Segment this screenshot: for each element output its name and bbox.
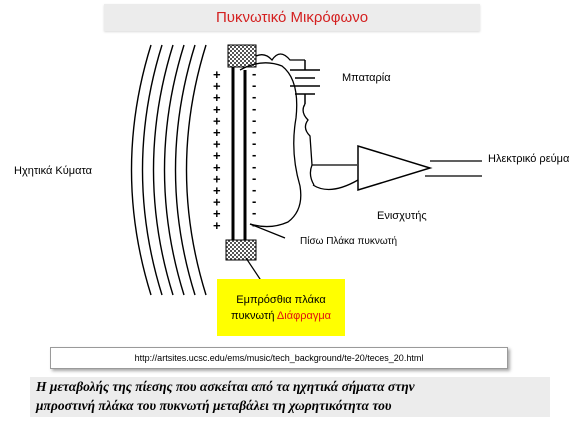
plus-sign: + — [213, 148, 221, 163]
front-plate-lead — [245, 257, 263, 283]
plus-sign: + — [213, 183, 221, 198]
plus-sign: + — [213, 206, 221, 221]
sound-waves — [130, 44, 207, 296]
source-url[interactable]: http://artsites.ucsc.edu/ems/music/tech_… — [134, 353, 424, 363]
minus-charges: -------------- — [252, 66, 256, 232]
minus-sign: - — [252, 124, 256, 139]
plus-charges: ++++++++++++++ — [213, 67, 221, 233]
minus-sign: - — [252, 89, 256, 104]
front-plate-line2: πυκνωτή Διάφραγμα — [231, 308, 331, 324]
plus-sign: + — [213, 102, 221, 117]
plus-sign: + — [213, 160, 221, 175]
plus-sign: + — [213, 79, 221, 94]
battery-label: Μπαταρία — [342, 72, 391, 84]
minus-sign: - — [252, 194, 256, 209]
amplifier-symbol — [357, 144, 482, 192]
minus-sign: - — [252, 66, 256, 81]
bottom-clamp — [225, 239, 257, 261]
plus-sign: + — [213, 67, 221, 82]
plus-sign: + — [213, 125, 221, 140]
title-bar: Πυκνωτικό Μικρόφωνο — [104, 4, 480, 31]
caption-line-2: μπροστινή πλάκα του πυκνωτή μεταβάλει τη… — [36, 398, 392, 413]
sound-waves-label: Ηχητικά Κύματα — [14, 165, 93, 177]
minus-sign: - — [252, 78, 256, 93]
battery-symbol — [290, 60, 320, 104]
caption-line-1: Η μεταβολής της πίεσης που ασκείται από … — [36, 379, 415, 394]
page-title: Πυκνωτικό Μικρόφωνο — [215, 9, 369, 26]
top-clamp — [227, 44, 257, 68]
minus-sign: - — [252, 112, 256, 127]
plus-sign: + — [213, 113, 221, 128]
minus-sign: - — [252, 147, 256, 162]
minus-sign: - — [252, 170, 256, 185]
plus-sign: + — [213, 171, 221, 186]
front-plate-line1: Εμπρόσθια πλάκα — [236, 293, 326, 306]
minus-sign: - — [252, 217, 256, 232]
circuit-wires — [239, 53, 359, 239]
minus-sign: - — [252, 205, 256, 220]
front-plate-word: πυκνωτή — [230, 309, 275, 322]
plus-sign: + — [213, 195, 221, 210]
back-plate-label: Πίσω Πλάκα πυκνωτή — [300, 236, 398, 247]
plus-sign: + — [213, 218, 221, 233]
plus-sign: + — [213, 137, 221, 152]
caption-block: Η μεταβολής της πίεσης που ασκείται από … — [30, 377, 550, 417]
minus-sign: - — [252, 101, 256, 116]
minus-sign: - — [252, 136, 256, 151]
amplifier-label: Ενισχυτής — [377, 210, 427, 222]
source-url-box: http://artsites.ucsc.edu/ems/music/tech_… — [50, 347, 508, 369]
minus-sign: - — [252, 159, 256, 174]
diaphragm-word: Διάφραγμα — [276, 309, 332, 322]
minus-sign: - — [252, 182, 256, 197]
front-plate-label-box: Εμπρόσθια πλάκα πυκνωτή Διάφραγμα — [217, 279, 345, 336]
plus-sign: + — [213, 90, 221, 105]
signal-label: Ηλεκτρικό ρεύμα — [488, 153, 570, 165]
